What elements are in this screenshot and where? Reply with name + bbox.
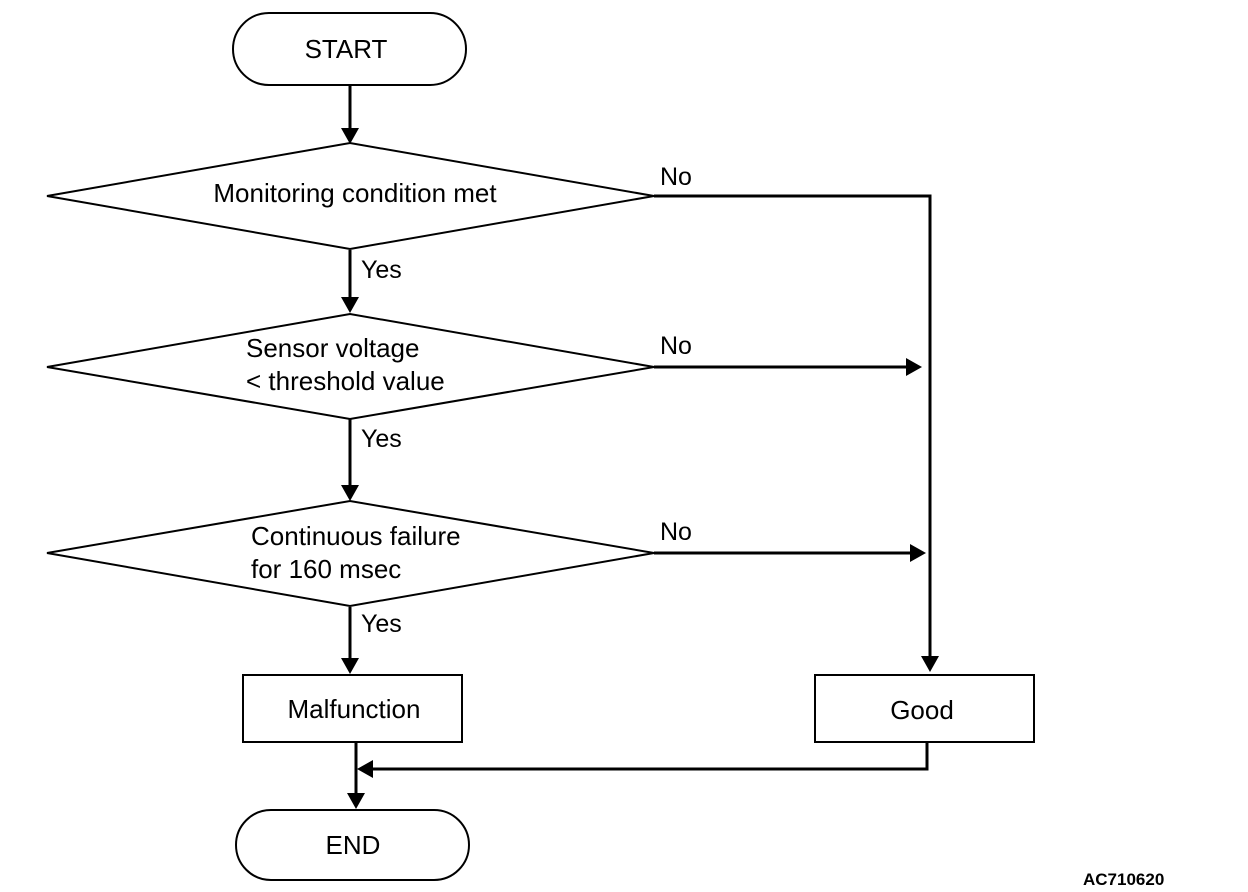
connector-monitoring-no bbox=[654, 194, 932, 656]
decision-voltage-label-line2: < threshold value bbox=[246, 366, 445, 396]
arrowhead-continuous-no bbox=[910, 544, 926, 562]
arrowhead-malfunction-to-end bbox=[347, 793, 365, 809]
start-terminal: START bbox=[232, 12, 467, 86]
malfunction-label: Malfunction bbox=[288, 694, 421, 724]
arrowhead-to-good bbox=[921, 656, 939, 672]
decision-continuous-failure: Continuous failure for 160 msec bbox=[46, 499, 655, 608]
connector-good-to-end bbox=[373, 742, 929, 771]
figure-code: AC710620 bbox=[1083, 870, 1164, 889]
good-label: Good bbox=[890, 695, 954, 725]
end-label: END bbox=[326, 830, 381, 860]
decision-sensor-voltage: Sensor voltage < threshold value bbox=[46, 312, 655, 421]
label-continuous-yes: Yes bbox=[361, 610, 402, 638]
decision-continuous-label-line2: for 160 msec bbox=[251, 554, 401, 584]
decision-voltage-label-line1: Sensor voltage bbox=[246, 333, 419, 363]
arrowhead-voltage-yes bbox=[341, 485, 359, 501]
decision-monitoring-label: Monitoring condition met bbox=[213, 178, 497, 208]
label-voltage-yes: Yes bbox=[361, 425, 402, 453]
arrowhead-good-merge bbox=[357, 760, 373, 778]
good-box: Good bbox=[814, 674, 1035, 743]
start-label: START bbox=[305, 34, 388, 64]
decision-continuous-label-line1: Continuous failure bbox=[251, 521, 461, 551]
arrowhead-continuous-yes bbox=[341, 658, 359, 674]
end-terminal: END bbox=[235, 809, 470, 881]
decision-monitoring-condition: Monitoring condition met bbox=[46, 141, 655, 251]
label-continuous-no: No bbox=[660, 518, 692, 546]
malfunction-box: Malfunction bbox=[242, 674, 463, 743]
arrowhead-monitoring-yes bbox=[341, 297, 359, 313]
arrowhead-start-to-monitoring bbox=[341, 128, 359, 144]
label-monitoring-yes: Yes bbox=[361, 256, 402, 284]
label-voltage-no: No bbox=[660, 332, 692, 360]
label-monitoring-no: No bbox=[660, 163, 692, 191]
arrowhead-voltage-no bbox=[906, 358, 922, 376]
